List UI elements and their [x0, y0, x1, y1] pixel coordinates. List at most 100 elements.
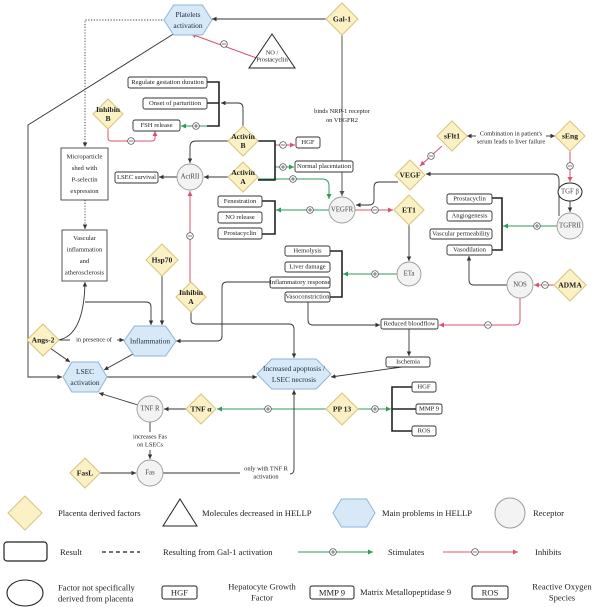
node-normal-placentation[interactable]: Normal placentation	[294, 160, 354, 173]
node-no-prostacyclin[interactable]: NO /Prostacyclin	[248, 33, 296, 69]
node-adma[interactable]: ADMA	[553, 268, 587, 302]
diamond-shape	[227, 125, 259, 157]
node-inflammation[interactable]: Inflammation	[123, 325, 177, 357]
node-fsh[interactable]: FSH release	[132, 119, 181, 132]
gestation-bracket	[207, 81, 220, 127]
legend-text: Stimulates	[388, 547, 425, 557]
node-angiogenesis[interactable]: Angiogenesis	[446, 210, 493, 222]
legend-text: Matrix Metallopeptidase 9	[360, 587, 451, 597]
node-nos[interactable]: NOS	[506, 271, 534, 299]
node-actrii[interactable]: ActRII	[176, 163, 204, 191]
diamond-shape	[69, 457, 101, 489]
tgfb-label: TGF β	[561, 189, 580, 196]
node-tgfb[interactable]: TGF β	[557, 182, 583, 202]
legend-receptor: Receptor	[533, 508, 564, 518]
node-lsec-survival[interactable]: LSEC survival	[114, 171, 159, 184]
hexagon-shape	[163, 4, 213, 36]
seng-label: sEng	[562, 132, 578, 141]
result-box	[380, 318, 439, 330]
legend-text: ROS	[482, 588, 499, 598]
mmp9-box-icon	[309, 585, 355, 600]
node-ischemia[interactable]: Ischemia	[385, 356, 431, 368]
inhibin-b-label: Inhibin	[96, 105, 121, 114]
node-fas[interactable]: Fas	[136, 459, 164, 487]
legend-text: Resulting from Gal-1 activation	[163, 547, 273, 557]
edges	[27, 16, 574, 476]
result-box	[294, 160, 354, 173]
node-hgf-top[interactable]: HGF	[295, 136, 321, 149]
circle-shape	[556, 212, 584, 240]
result-box	[411, 381, 437, 393]
node-regulate[interactable]: Regulate gestation duration	[127, 76, 208, 89]
vasodilation-label: Vasodilation	[453, 247, 487, 254]
diamond-shape	[553, 268, 587, 302]
node-prostacyclin-right[interactable]: Prostacyclin	[446, 193, 493, 205]
vascular-inflammation-label: atherosclerosis	[65, 269, 105, 276]
node-vegf[interactable]: VEGF	[394, 159, 426, 191]
node-fasl[interactable]: FasL	[69, 457, 101, 489]
node-angs2[interactable]: Angs-2	[26, 323, 60, 357]
node-vasodilation[interactable]: Vasodilation	[446, 244, 493, 256]
platelets-lsec-activation-link-edge	[27, 28, 181, 380]
node-gal1[interactable]: Gal-1	[325, 2, 359, 36]
node-tgfrii[interactable]: TGFRII	[556, 212, 584, 240]
fasl-label: FasL	[77, 469, 93, 478]
platelets-label: Platelets	[175, 10, 200, 19]
diamond-shape	[175, 281, 207, 313]
node-ros[interactable]: ROS	[411, 425, 437, 437]
result-box	[284, 261, 331, 273]
node-et1[interactable]: ET1	[393, 194, 425, 226]
node-reduced-bloodflow[interactable]: Reduced bloodflow	[380, 318, 439, 330]
vascular-inflammation-label: and	[80, 258, 90, 265]
node-apoptosis[interactable]: Increased apoptosis /LSEC necrosis	[256, 358, 332, 390]
microparticle-label: Microparticle	[67, 153, 103, 160]
node-pp13[interactable]: PP 13	[325, 392, 359, 426]
vascular-inflammation-label: inflammation	[67, 246, 103, 253]
node-hemolysis[interactable]: Hemolysis	[284, 245, 331, 257]
result-box	[446, 210, 493, 222]
node-tnfa[interactable]: TNF α	[185, 393, 217, 425]
gal1-label: Gal-1	[333, 15, 351, 24]
node-prostacyclin-left[interactable]: Prostacyclin	[217, 227, 263, 240]
node-vascular-permeability[interactable]: Vascular permeability	[429, 228, 493, 240]
sflt1-label: sFlt1	[444, 132, 460, 141]
node-tnfr[interactable]: TNF R	[136, 395, 164, 423]
minus-sign-icon	[541, 281, 549, 289]
lsec-survival-label: LSEC survival	[117, 174, 156, 181]
node-fenestration[interactable]: Fenestration	[217, 195, 263, 208]
node-seng[interactable]: sEng	[554, 120, 586, 152]
node-vegfr[interactable]: VEGFR	[328, 196, 356, 224]
combination-label: Combination in patient's	[480, 131, 543, 138]
node-eta[interactable]: ETa	[396, 261, 422, 287]
diamond-shape	[227, 161, 259, 193]
node-onset[interactable]: Onset of parturition	[142, 97, 208, 110]
node-no-release[interactable]: NO release	[217, 211, 263, 224]
result-box	[411, 425, 437, 437]
node-hgf-bottom[interactable]: HGF	[411, 381, 437, 393]
node-sflt1[interactable]: sFlt1	[436, 120, 468, 152]
circle-shape	[396, 261, 422, 287]
activin-b-to-gestation-bracket-edge	[221, 100, 244, 126]
node-vasoconstriction[interactable]: Vasoconstriction	[284, 291, 331, 303]
node-mmp9[interactable]: MMP 9	[415, 403, 443, 415]
minus-sign-icon	[427, 152, 435, 160]
node-hsp70[interactable]: Hsp70	[145, 243, 179, 277]
node-inflammatory-response[interactable]: Inflammatory response	[270, 276, 331, 289]
inhibin-a-to-apoptosis-edge	[190, 312, 297, 358]
prostacyclin-right-label: Prostacyclin	[453, 196, 486, 203]
minus-sign-icon	[371, 206, 379, 214]
apoptosis-label: LSEC necrosis	[272, 375, 316, 384]
node-liver-damage[interactable]: Liver damage	[284, 261, 331, 273]
angs2-label: Angs-2	[32, 336, 55, 345]
